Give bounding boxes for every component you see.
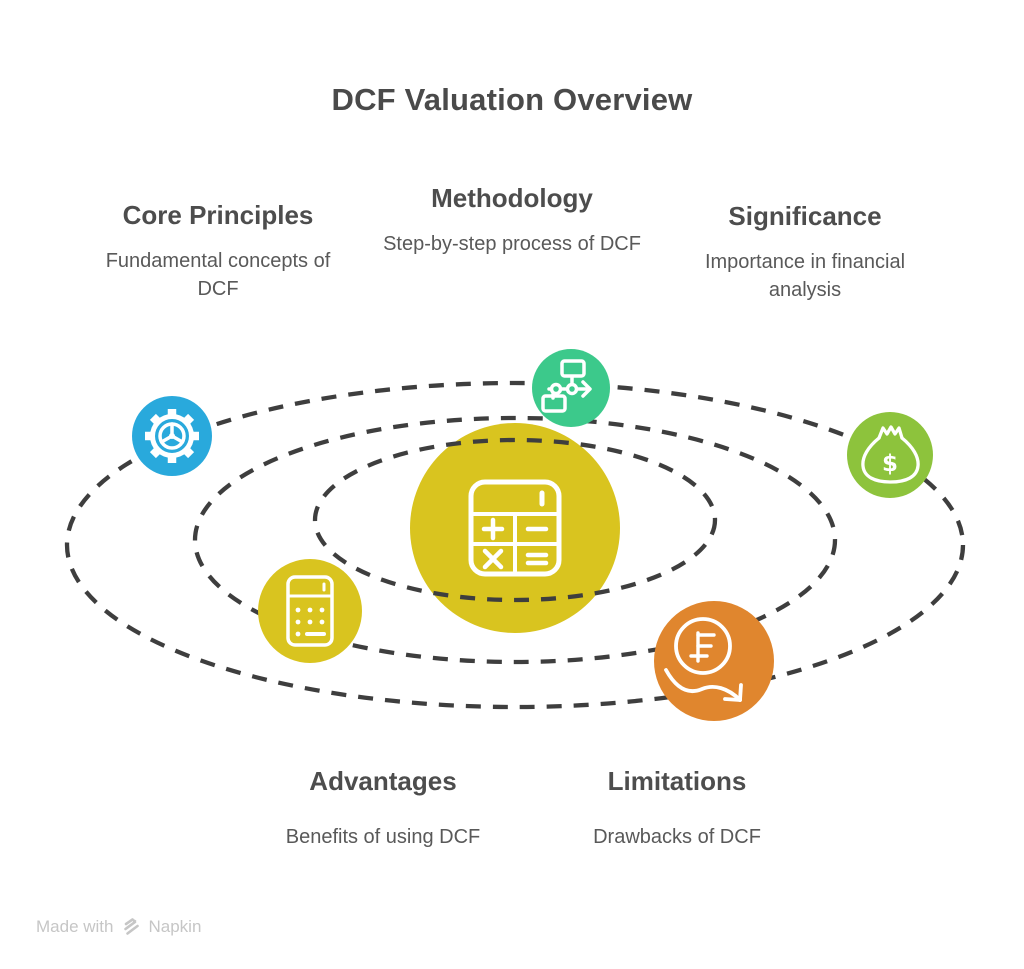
section-description: Benefits of using DCF bbox=[285, 826, 481, 849]
watermark: Made with Napkin bbox=[36, 916, 201, 937]
page-title: DCF Valuation Overview bbox=[331, 82, 693, 117]
napkin-logo-icon bbox=[124, 918, 140, 935]
section-description: Importance in financial analysis bbox=[704, 251, 906, 301]
section-methodology: Methodology Step-by-step process of DCF bbox=[352, 183, 672, 259]
watermark-prefix: Made with bbox=[36, 916, 114, 936]
section-description: Fundamental concepts of DCF bbox=[105, 250, 331, 300]
section-heading: Core Principles bbox=[122, 200, 314, 230]
dollar-sign: $ bbox=[882, 451, 898, 477]
franc-sign bbox=[689, 631, 716, 663]
calculator-icon bbox=[468, 479, 562, 577]
orbit-ellipse-inner bbox=[312, 437, 718, 603]
section-limitations: Limitations Drawbacks of DCF bbox=[517, 766, 837, 852]
node-limitations bbox=[654, 601, 774, 721]
section-description: Drawbacks of DCF bbox=[593, 826, 761, 849]
node-methodology bbox=[532, 349, 610, 427]
section-heading: Limitations bbox=[607, 766, 747, 796]
watermark-brand: Napkin bbox=[148, 916, 202, 936]
currency-decline-icon bbox=[660, 617, 746, 706]
down-trend-arrow bbox=[664, 668, 743, 702]
section-heading: Significance bbox=[728, 201, 882, 231]
orbit-ellipse-outer bbox=[64, 380, 966, 710]
flowchart-icon bbox=[541, 359, 592, 413]
orbit-ellipse-middle bbox=[192, 415, 838, 665]
calculator-small-icon bbox=[286, 575, 334, 647]
section-significance: Significance Importance in financial ana… bbox=[645, 201, 965, 304]
section-advantages: Advantages Benefits of using DCF bbox=[223, 766, 543, 852]
gear-icon bbox=[145, 409, 199, 463]
node-core-principles bbox=[132, 396, 212, 476]
node-advantages bbox=[258, 559, 362, 663]
section-description: Step-by-step process of DCF bbox=[383, 233, 641, 256]
section-heading: Methodology bbox=[431, 183, 593, 213]
section-core-principles: Core Principles Fundamental concepts of … bbox=[58, 200, 378, 303]
section-heading: Advantages bbox=[309, 766, 457, 796]
node-significance: $ bbox=[847, 412, 933, 498]
money-bag-icon: $ bbox=[861, 425, 920, 484]
